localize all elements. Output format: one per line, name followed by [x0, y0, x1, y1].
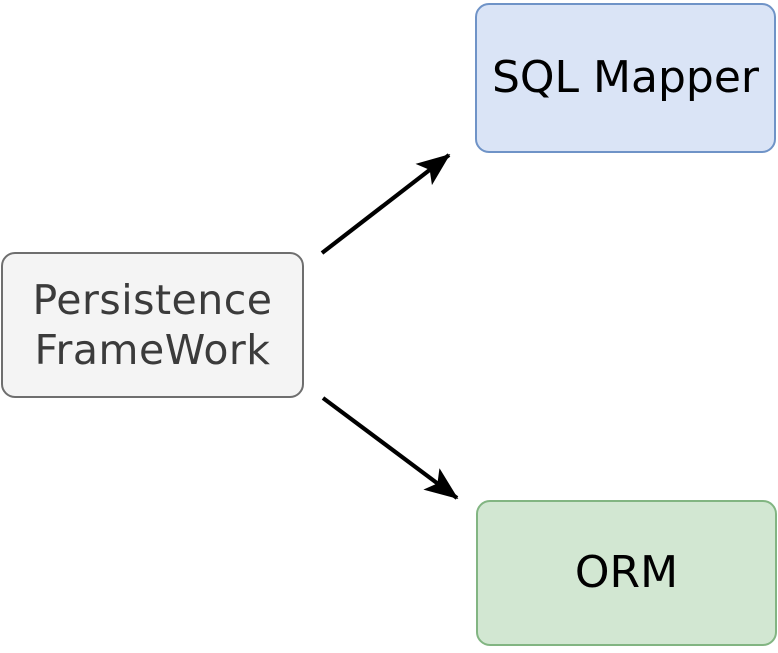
node-orm[interactable]: ORM: [476, 500, 777, 646]
edge-persistence-to-sql-mapper: [320, 153, 451, 255]
node-sql-mapper-label: SQL Mapper: [491, 52, 759, 104]
edge-persistence-to-orm: [321, 396, 459, 500]
node-persistence-framework-label: Persistence FrameWork: [32, 275, 273, 374]
node-orm-label: ORM: [574, 547, 679, 599]
node-persistence-framework[interactable]: Persistence FrameWork: [1, 252, 304, 398]
node-sql-mapper[interactable]: SQL Mapper: [475, 3, 776, 153]
